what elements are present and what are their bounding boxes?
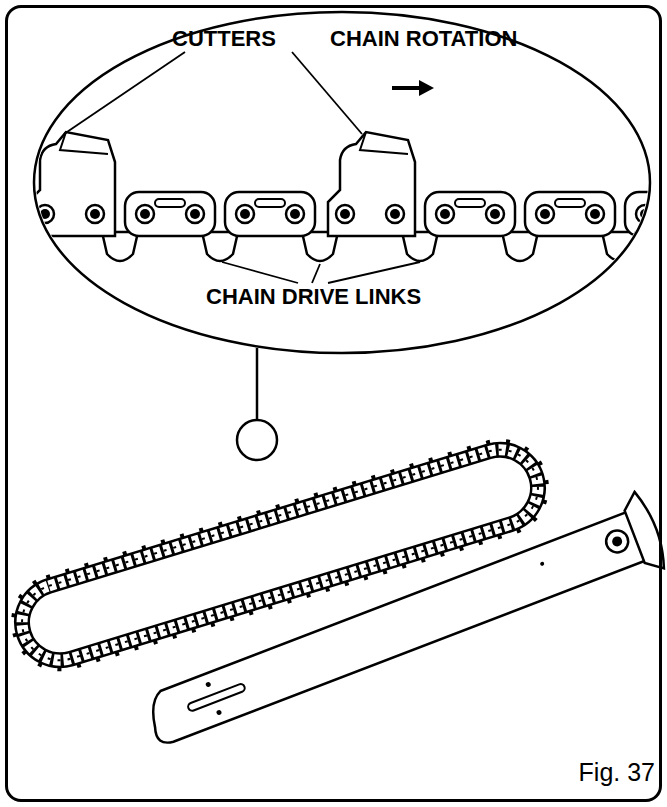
part-label: CHAIN ROTATION bbox=[330, 28, 520, 50]
part-label: CUTTERS bbox=[172, 28, 302, 50]
chain-detail bbox=[0, 132, 667, 261]
leader-lines bbox=[64, 52, 420, 420]
callout-ellipse-outline bbox=[34, 12, 650, 353]
figure-frame: CUTTERS CHAIN ROTATION CHAIN DRIVE LINKS Fi… bbox=[5, 5, 662, 802]
detail-callout: CUTTERS CHAIN ROTATION CHAIN DRIVE LINKS bbox=[32, 10, 652, 355]
part-label: CHAIN DRIVE LINKS bbox=[206, 286, 476, 308]
detail-marker bbox=[237, 420, 277, 460]
figure-number: Fig. 37 bbox=[560, 760, 655, 785]
guide-bar bbox=[136, 489, 667, 759]
saw-chain bbox=[1, 429, 558, 681]
rotation-arrow bbox=[392, 80, 434, 96]
